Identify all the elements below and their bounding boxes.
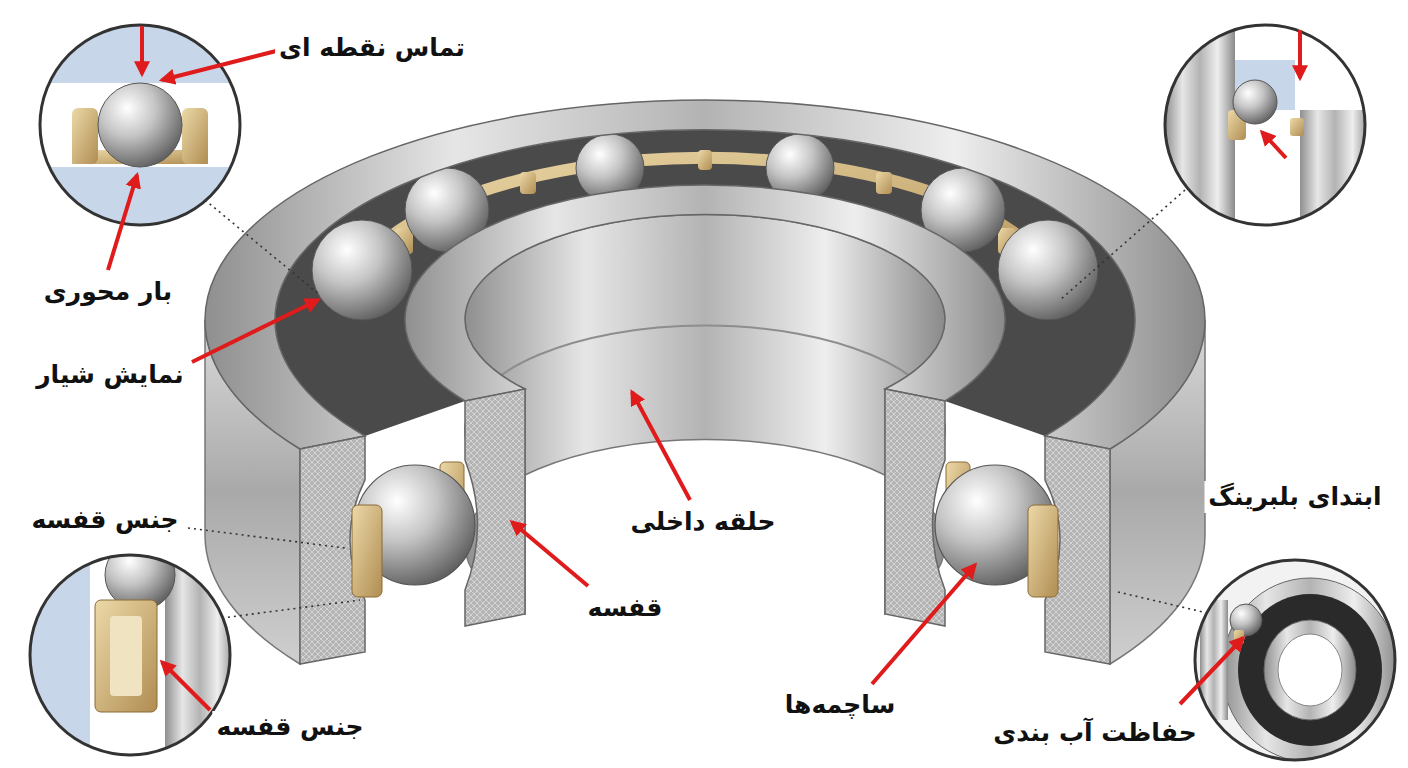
red-arrows	[108, 26, 1300, 710]
section-balls	[352, 462, 1058, 597]
part-label: جنس قفسه	[212, 711, 367, 743]
inset-frame	[1165, 25, 1365, 225]
part-label: نمایش شیار	[32, 359, 188, 391]
inset-bearing-start	[1165, 25, 1370, 230]
inset-frame	[30, 555, 230, 755]
inner-ring-section	[885, 389, 945, 626]
inner-ring-section	[465, 389, 525, 626]
inset-frame	[40, 25, 240, 225]
inset-cage-material	[30, 540, 235, 755]
inset-frame	[1195, 560, 1395, 760]
part-label: جنس قفسه	[27, 504, 182, 536]
part-label: بار محوری	[40, 276, 176, 308]
inset-point-contact	[40, 25, 240, 225]
part-label: حلقه داخلی	[627, 506, 780, 538]
part-label: ساچمه‌ها	[781, 689, 900, 721]
inner-ring-face	[405, 185, 1005, 401]
part-label: تماس نقطه ای	[275, 32, 469, 64]
inner-ring-bore	[465, 215, 945, 614]
part-label: ابتدای بلبرینگ	[1204, 481, 1385, 513]
inset-seal	[1195, 560, 1398, 762]
bore-edge	[465, 326, 945, 500]
leader-lines	[188, 190, 1203, 618]
part-label: قفسه	[584, 592, 667, 624]
outer-ring-face	[205, 100, 1205, 449]
part-label: حفاظت آب بندی	[989, 717, 1200, 749]
